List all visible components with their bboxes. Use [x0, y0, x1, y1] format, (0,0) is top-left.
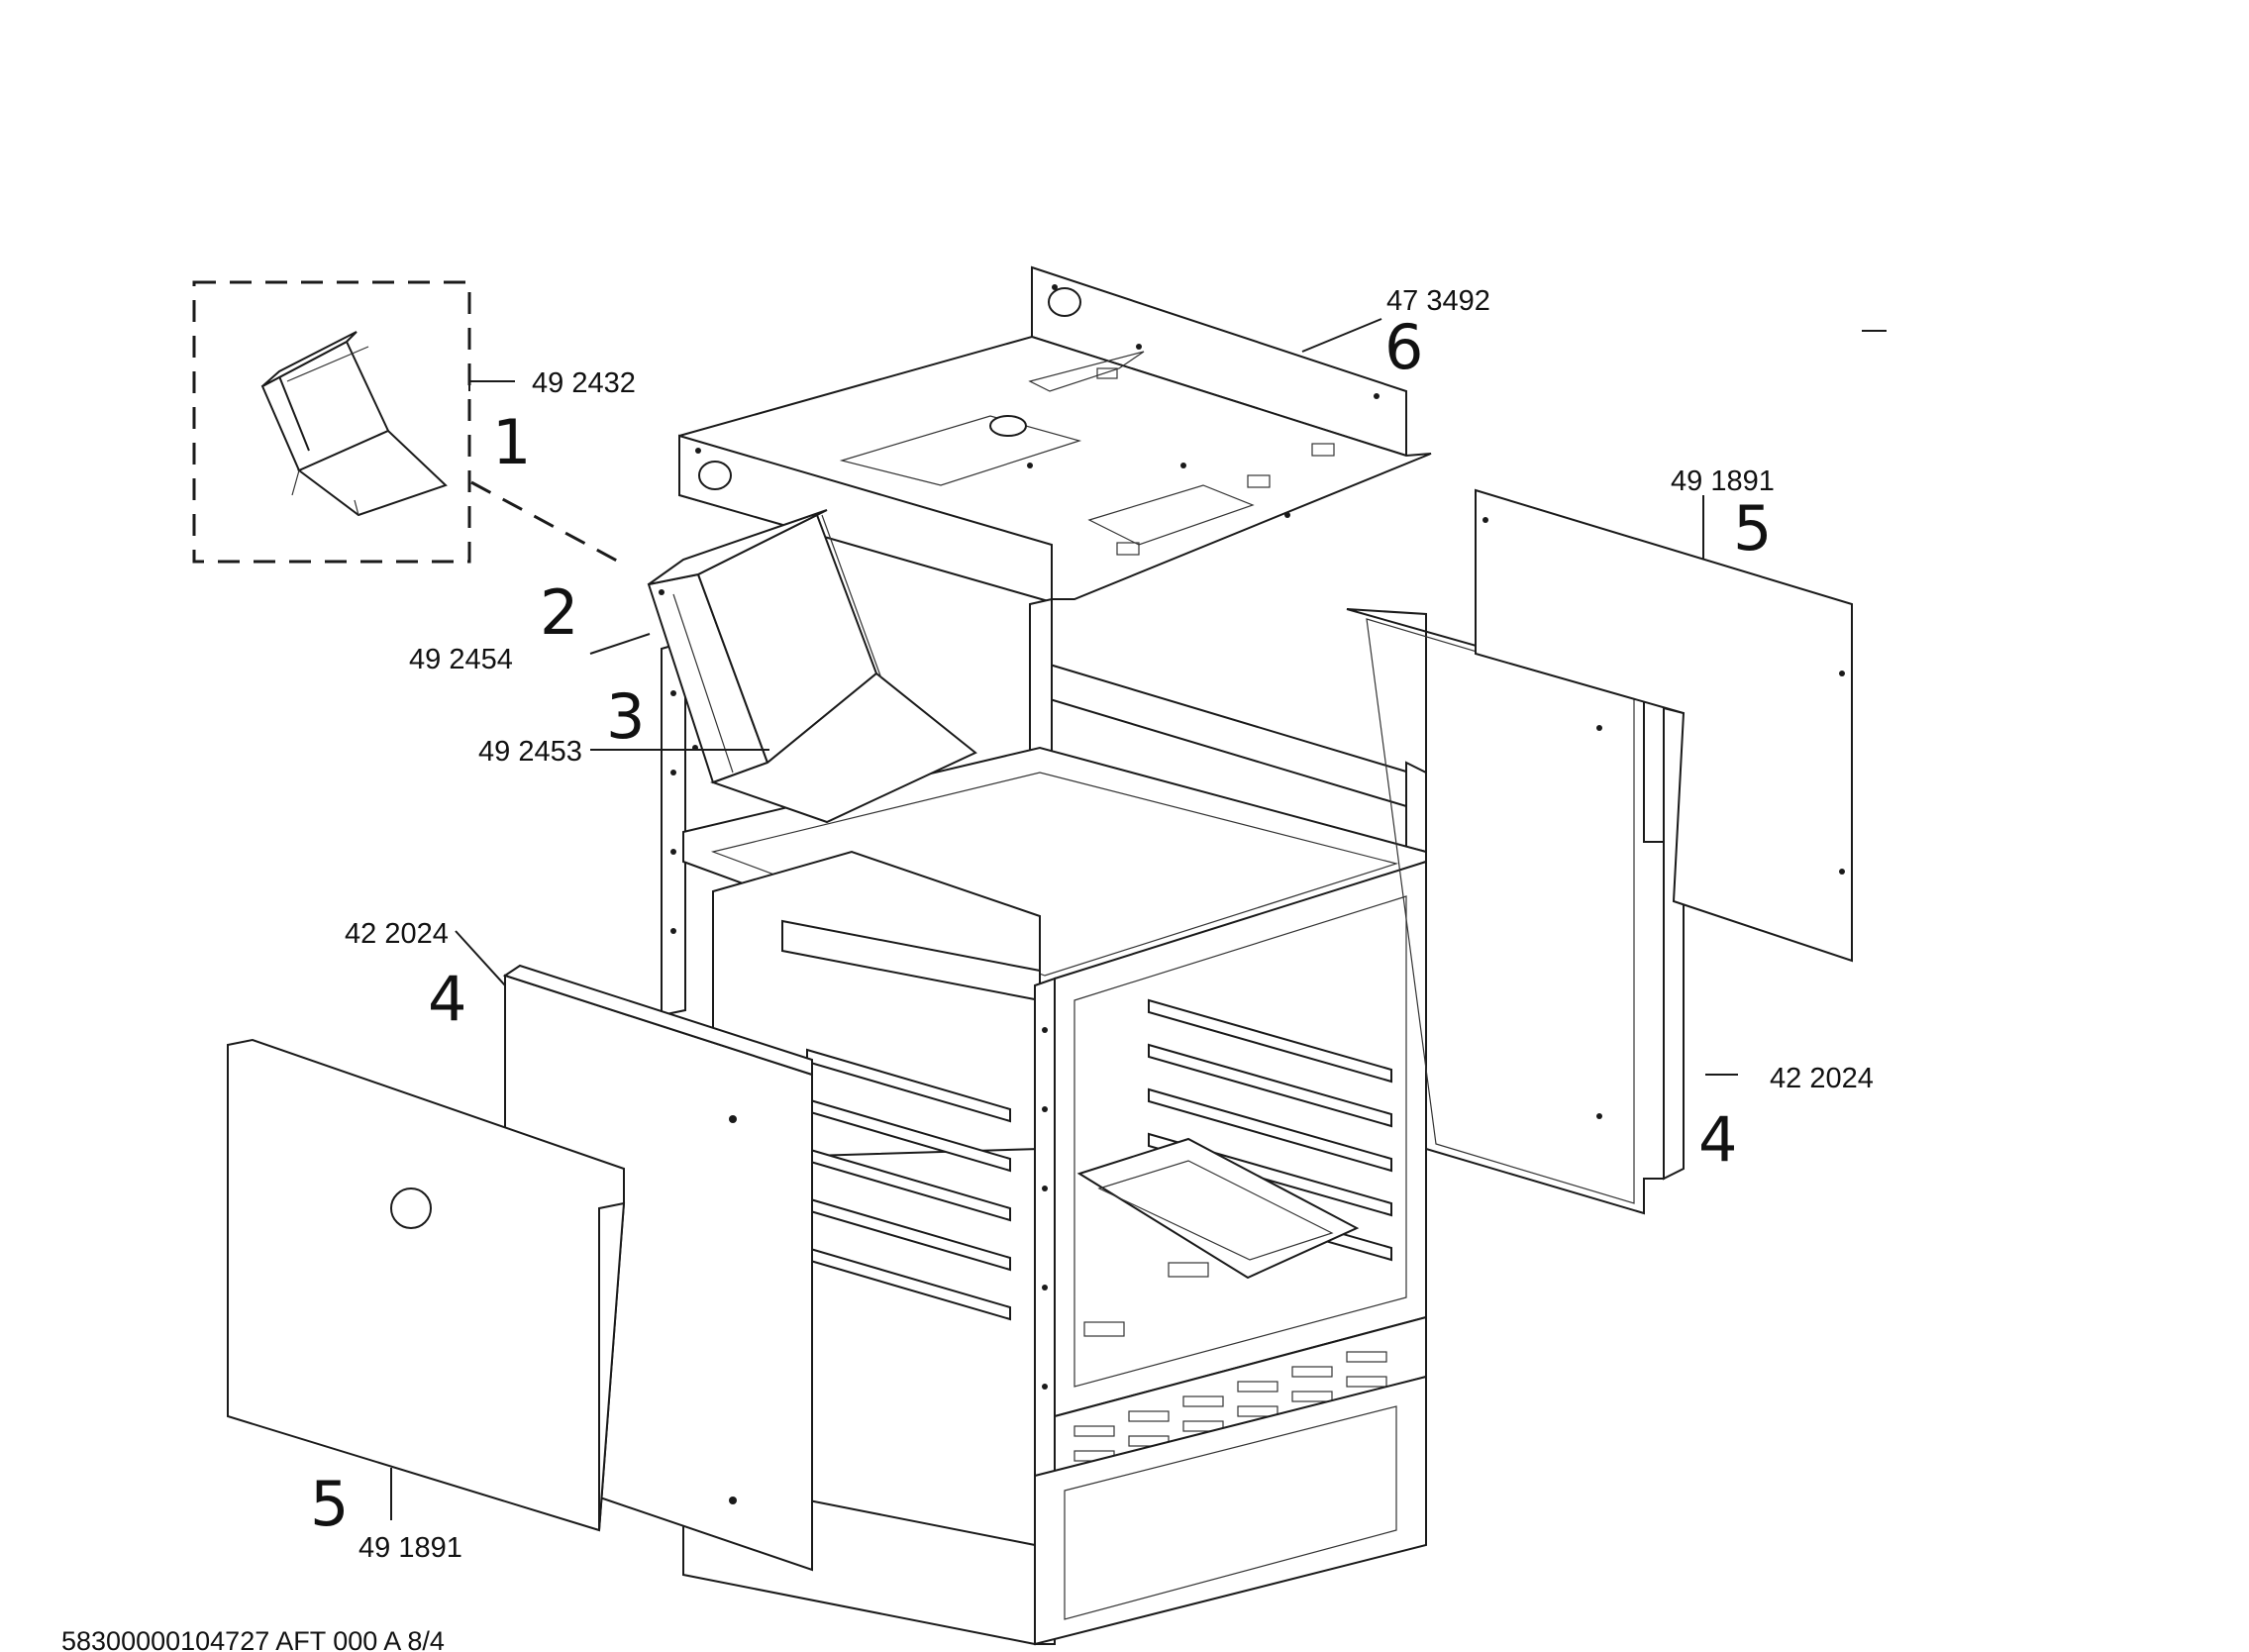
callout-number-5-right: 5 — [1733, 492, 1772, 565]
callout-number-5-left: 5 — [310, 1468, 349, 1540]
part-number-5-left: 49 1891 — [358, 1532, 462, 1564]
vent-duct-drawing — [647, 509, 977, 824]
callout-number-4-left: 4 — [428, 963, 466, 1035]
part-number-4-left: 42 2024 — [345, 918, 449, 950]
callout-number-1: 1 — [492, 406, 531, 478]
inset-box-part-1 — [192, 280, 629, 568]
part-number-2: 49 2454 — [409, 644, 513, 675]
document-code: 58300000104727 AFT 000 A 8/4 — [61, 1626, 445, 1652]
callout-number-4-right: 4 — [1698, 1103, 1737, 1176]
oven-cabinet-frame-drawing — [661, 597, 1427, 1646]
callout-number-3: 3 — [606, 680, 645, 753]
part-number-5-right: 49 1891 — [1671, 465, 1775, 497]
part-number-4-right: 42 2024 — [1770, 1063, 1874, 1094]
rack-rails-left — [806, 1048, 1011, 1321]
vent-duct-inset-drawing — [260, 331, 448, 517]
part-number-6: 47 3492 — [1386, 285, 1490, 317]
left-side-panel-drawing — [227, 1038, 626, 1532]
right-side-panel-drawing — [1475, 488, 1853, 963]
callout-number-6: 6 — [1384, 311, 1423, 383]
right-liner-panel-drawing — [1346, 608, 1685, 1215]
part-number-3: 49 2453 — [478, 736, 582, 768]
part-number-1: 49 2432 — [532, 367, 636, 399]
top-panel-drawing — [678, 265, 1432, 604]
callout-number-2: 2 — [540, 576, 578, 649]
